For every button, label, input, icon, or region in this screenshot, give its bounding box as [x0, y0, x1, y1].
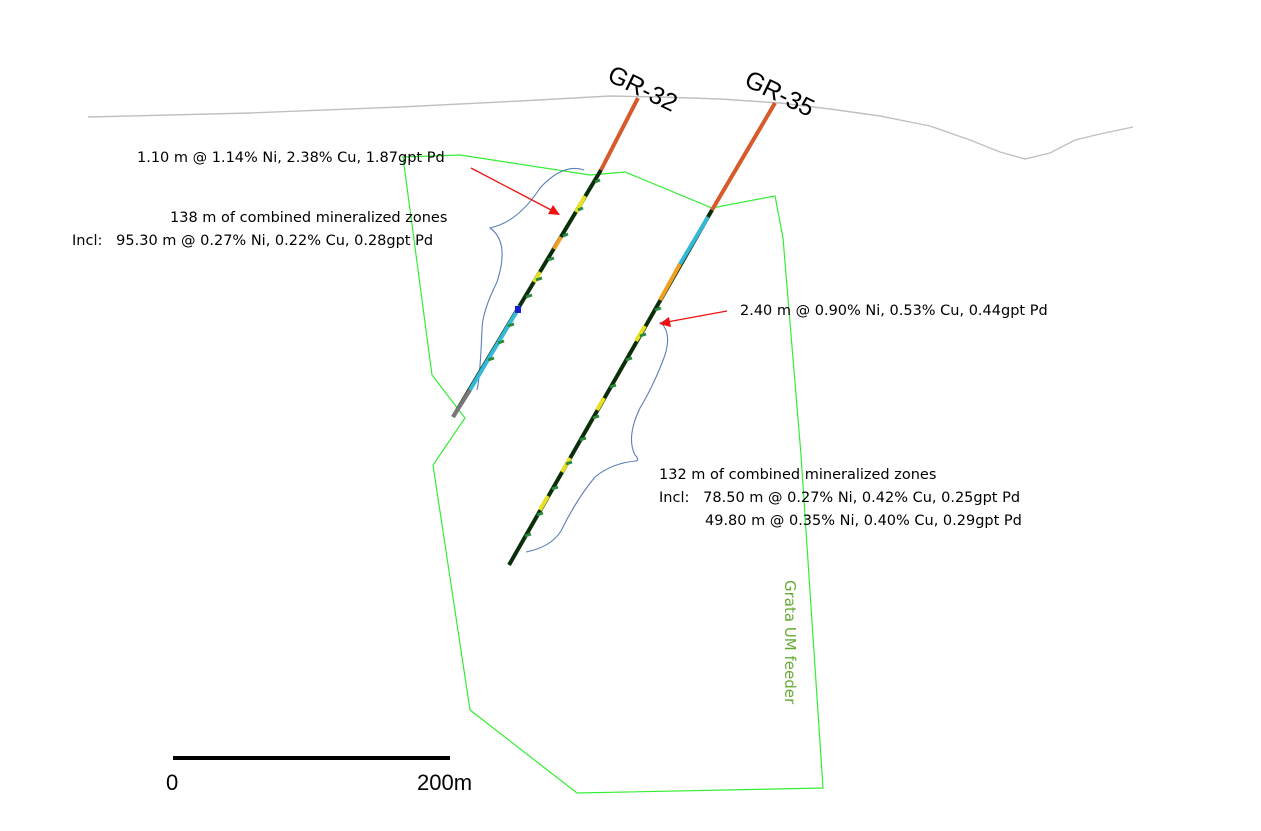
- gr32-zone-brace: [476, 167, 585, 391]
- gr32-hole-label: GR-32: [603, 60, 681, 117]
- scale-start-label: 0: [166, 770, 178, 795]
- gr35-intercept-arrow: [659, 310, 728, 327]
- gr35-hole-label: GR-35: [740, 65, 818, 122]
- gr35-zone-title: 132 m of combined mineralized zones: [659, 467, 936, 483]
- gr32-zone-title: 138 m of combined mineralized zones: [170, 210, 447, 226]
- gr32-top-intercept-text: 1.10 m @ 1.14% Ni, 2.38% Cu, 1.87gpt Pd: [137, 150, 445, 166]
- scale-bar: [173, 756, 450, 760]
- gr35-zone-brace: [525, 321, 669, 553]
- feeder-label: Grata UM feeder: [781, 580, 799, 705]
- gr35-drill-trace: [507, 101, 777, 566]
- gr32-drill-trace: [451, 97, 640, 419]
- gr32-intercept-arrow: [470, 167, 560, 215]
- scale-end-label: 200m: [417, 770, 472, 795]
- gr35-zone-incl-1: Incl: 78.50 m @ 0.27% Ni, 0.42% Cu, 0.25…: [659, 490, 1020, 506]
- gr35-zone-incl-2: 49.80 m @ 0.35% Ni, 0.40% Cu, 0.29gpt Pd: [705, 513, 1022, 529]
- topography-line: [87, 95, 1134, 160]
- feeder-outline: [402, 154, 824, 794]
- gr35-top-intercept-text: 2.40 m @ 0.90% Ni, 0.53% Cu, 0.44gpt Pd: [740, 303, 1048, 319]
- gr32-zone-incl: Incl: 95.30 m @ 0.27% Ni, 0.22% Cu, 0.28…: [72, 233, 433, 249]
